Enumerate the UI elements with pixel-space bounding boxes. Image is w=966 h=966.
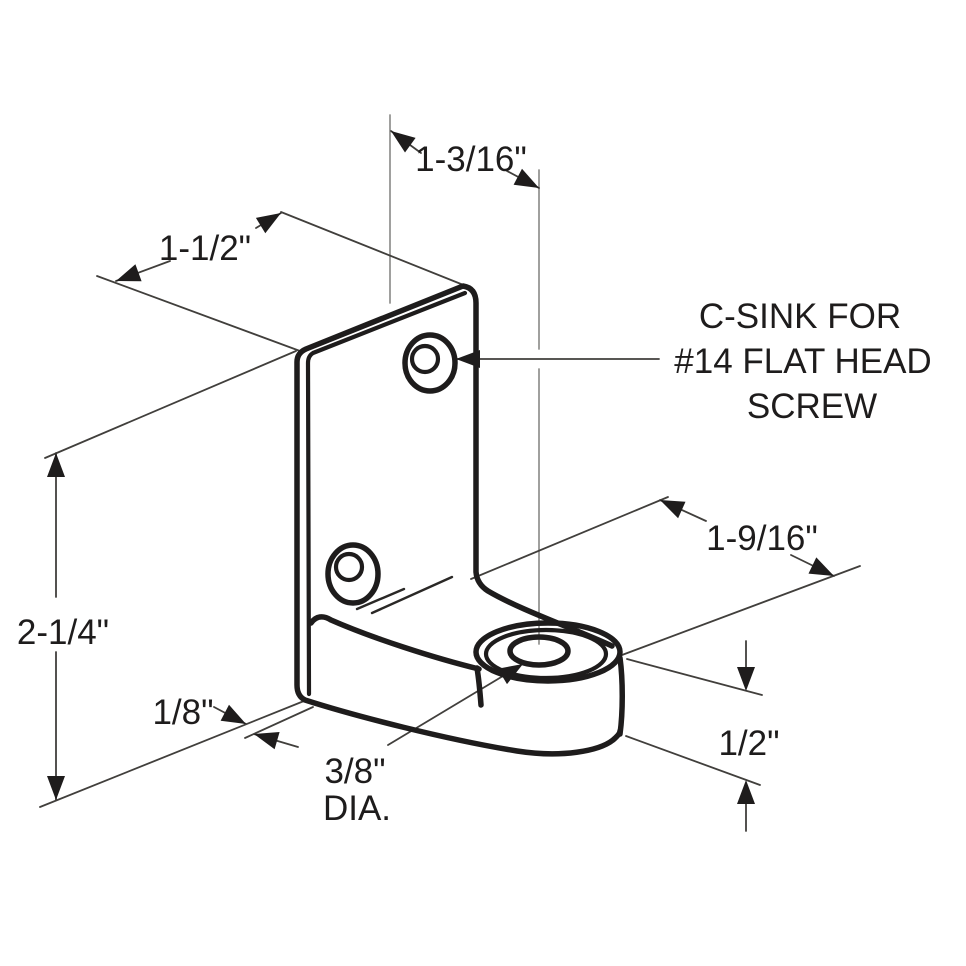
boss-height-extension-line-bottom <box>625 735 761 786</box>
plate-thickness-label: 1/8" <box>152 693 213 732</box>
plate-height-arrowhead-bottom <box>47 776 65 800</box>
boss-left-side-edge <box>474 665 484 708</box>
plate-thickness-arrowhead-upper <box>220 704 246 724</box>
plate-height-label: 2-1/4" <box>17 613 109 652</box>
foot-top-near-edge <box>308 614 482 672</box>
pivot-hole-dia-suffix-label: DIA. <box>323 789 391 828</box>
surface-hatch-mark-2 <box>370 575 454 615</box>
plate-width-extension-line-right <box>280 211 467 287</box>
csink-note-line-1: C-SINK FOR <box>699 297 901 336</box>
plate-width-arrowhead-left <box>116 264 142 282</box>
hole-offset-arrowhead-left <box>391 131 416 153</box>
pivot-hole-dia-leader-line <box>387 672 509 746</box>
foot-length-arrowhead-left <box>660 500 686 519</box>
boss-inner-rim-ellipse <box>483 627 609 681</box>
bracket-silhouette <box>294 283 623 757</box>
foot-length-extension-line-left <box>470 496 669 580</box>
plate-width-label: 1-1/2" <box>159 229 251 268</box>
hole-offset-label: 1-3/16" <box>415 140 527 179</box>
plate-height-extension-line-top <box>44 350 297 459</box>
boss-height-label: 1/2" <box>718 724 779 763</box>
center-lines <box>389 114 540 645</box>
boss-height-extension-line-top <box>626 658 763 696</box>
lower-screw-hole-bore <box>333 551 365 583</box>
boss-height-arrowhead-bottom <box>737 780 755 804</box>
upper-screw-hole-bore <box>409 343 441 375</box>
plate-height-arrowhead-top <box>47 453 65 477</box>
boss-right-side-edge <box>617 655 625 737</box>
pivot-hole-dia-label: 3/8" <box>324 752 385 791</box>
foot-length-label: 1-9/16" <box>706 519 818 558</box>
plate-height-extension-line-bottom <box>39 700 305 808</box>
upper-screw-hole-countersink <box>402 332 458 394</box>
foot-length-arrowhead-right <box>808 557 834 576</box>
boss-height-arrowhead-top <box>737 667 755 691</box>
plate-thickness-arrowhead-lower <box>254 732 280 750</box>
bracket-outline <box>294 283 625 757</box>
csink-note-line-2: #14 FLAT HEAD <box>674 342 931 381</box>
plate-width-arrowhead-right <box>255 213 281 234</box>
pivot-hole-ellipse <box>507 634 571 668</box>
dimension-lines <box>39 130 861 832</box>
csink-note-line-3: SCREW <box>747 387 877 426</box>
plate-thickness-edge-line <box>244 706 314 739</box>
plate-inner-edge <box>305 290 468 697</box>
plate-width-extension-line-left <box>96 275 301 352</box>
hole-offset-arrowhead-right <box>513 168 539 188</box>
foot-length-extension-line-right <box>621 565 861 656</box>
lower-screw-hole-countersink <box>325 542 381 606</box>
boss-outer-rim-ellipse <box>473 620 623 684</box>
surface-hatch-mark-1 <box>355 587 406 611</box>
labels: 1-3/16" 1-1/2" 2-1/4" 1/8" 3/8" DIA. 1-9… <box>17 140 932 828</box>
